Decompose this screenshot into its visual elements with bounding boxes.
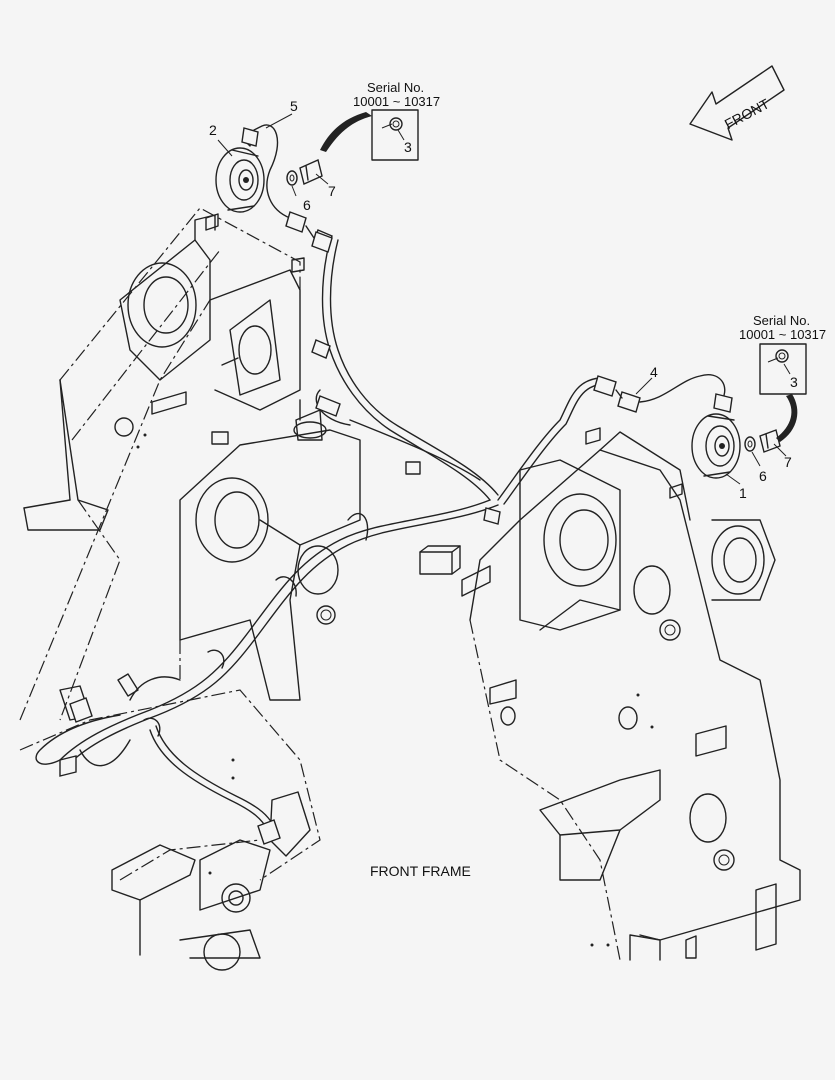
serial-right-line2: 10001 ~ 10317 [739, 327, 826, 342]
callout-right-6: 6 [759, 468, 767, 484]
callout-right-7: 7 [784, 454, 792, 470]
front-direction-arrow: FRONT [689, 65, 785, 141]
front-arrow-label: FRONT [722, 95, 772, 132]
callout-right-4: 4 [650, 364, 658, 380]
left-speed-sensor-assembly [215, 113, 333, 253]
front-frame-structure [19, 207, 491, 971]
callout-right-1: 1 [739, 485, 747, 501]
callout-left-2: 2 [209, 122, 217, 138]
right-serial-box [759, 343, 807, 442]
left-serial-box [320, 109, 419, 161]
serial-left-line1: Serial No. [367, 80, 424, 95]
callout-left-5: 5 [290, 98, 298, 114]
wire-harness [35, 229, 607, 845]
callout-left-7: 7 [328, 183, 336, 199]
caption-front-frame: FRONT FRAME [370, 863, 471, 879]
callout-left-3: 3 [404, 139, 412, 155]
serial-left-line2: 10001 ~ 10317 [353, 94, 440, 109]
callout-right-3: 3 [790, 374, 798, 390]
serial-right-line1: Serial No. [753, 313, 810, 328]
callout-left-6: 6 [303, 197, 311, 213]
right-frame-structure [205, 213, 801, 961]
right-speed-sensor-assembly [593, 374, 787, 485]
